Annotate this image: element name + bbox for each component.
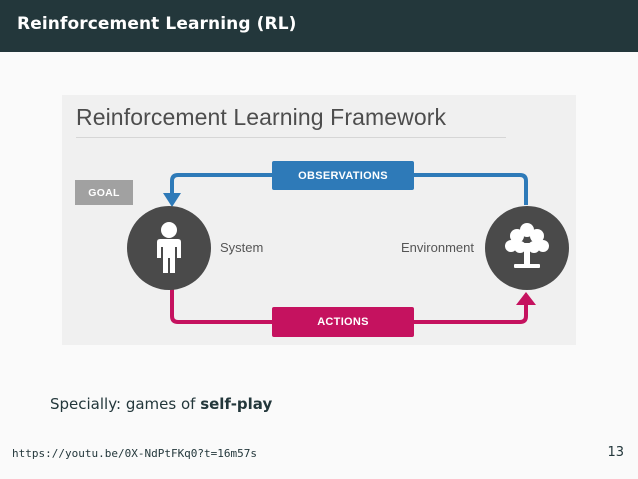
bullet-bold: self-play [200,395,273,413]
figure-title-rule [76,137,506,138]
observations-arrowhead [163,193,181,207]
page-number: 13 [607,445,624,460]
observations-label: OBSERVATIONS [272,161,414,190]
environment-label: Environment [401,240,474,255]
goal-label: GOAL [75,180,133,205]
rl-framework-figure: Reinforcement Learning Framework OBSERVA… [62,95,576,345]
slide-title: Reinforcement Learning (RL) [0,0,638,52]
figure-title: Reinforcement Learning Framework [76,104,447,130]
person-icon [157,222,181,273]
actions-arrowhead [516,292,536,305]
actions-label: ACTIONS [272,307,414,337]
bullet-prefix: Specially: games of [50,395,201,413]
bullet-text: Specially: games of self-play [50,395,272,413]
footer-url[interactable]: https://youtu.be/0X-NdPtFKq0?t=16m57s [12,447,258,460]
tree-icon [505,223,549,268]
rl-loop-diagram [127,173,569,324]
system-label: System [220,240,264,255]
